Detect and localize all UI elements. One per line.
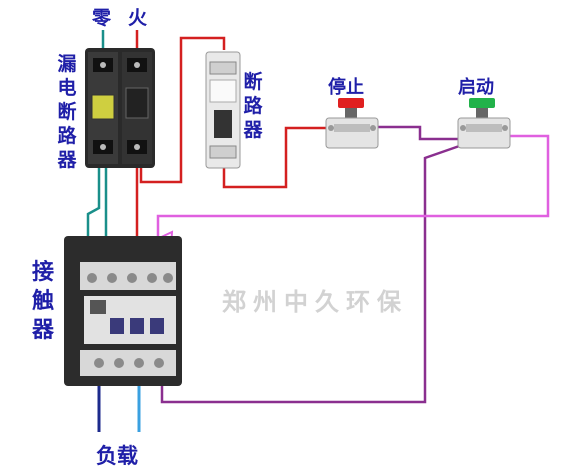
live-wire-to-breaker: [139, 36, 226, 184]
leakage-breaker-char-1: 漏: [57, 53, 77, 75]
breaker: [205, 51, 241, 169]
breaker-char-2: 路: [243, 95, 263, 117]
start-switch: [457, 98, 511, 149]
leakage-breaker: [85, 48, 155, 168]
contactor-char-3: 器: [31, 318, 54, 343]
stop-switch: [325, 98, 379, 149]
stop-label: 停止: [328, 77, 364, 98]
leakage-breaker-char-4: 路: [57, 125, 77, 147]
start-label: 启动: [458, 77, 494, 98]
live-wire-to-stop: [222, 126, 330, 189]
self-hold-wire: [156, 134, 550, 262]
load-label: 负载: [96, 444, 138, 468]
stop-to-start-wire: [376, 125, 462, 141]
breaker-char-1: 断: [243, 71, 263, 93]
leakage-breaker-char-3: 断: [57, 101, 77, 123]
live-label: 火: [128, 7, 148, 29]
contactor: [64, 236, 182, 386]
neutral-label: 零: [92, 7, 112, 29]
contactor-char-2: 触: [31, 289, 54, 314]
breaker-char-3: 器: [243, 119, 263, 141]
contactor-char-1: 接: [31, 260, 54, 285]
breaker-label: 断 路 器: [240, 70, 266, 142]
leakage-breaker-label: 漏 电 断 路 器: [54, 52, 80, 172]
watermark: 郑州中久环保: [222, 288, 408, 316]
contactor-label: 接 触 器: [30, 258, 56, 345]
leakage-breaker-char-5: 器: [57, 149, 77, 171]
leakage-breaker-char-2: 电: [57, 77, 77, 99]
coil-return-wire: [160, 141, 469, 404]
